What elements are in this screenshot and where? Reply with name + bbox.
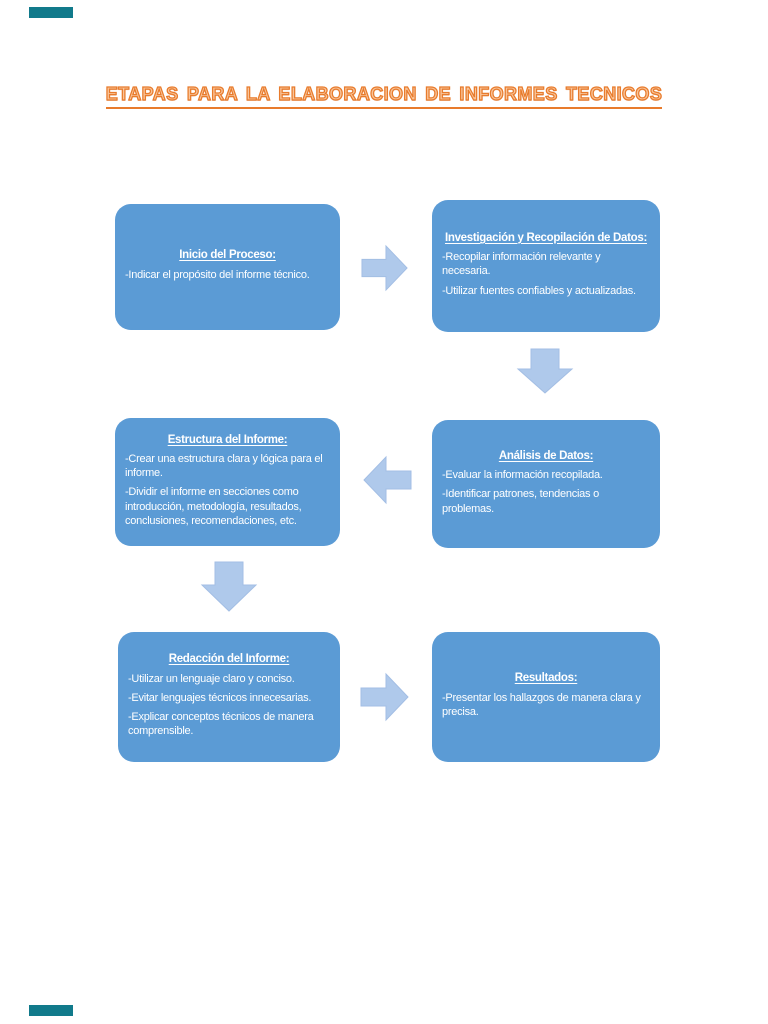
flow-box-estructura-line: -Crear una estructura clara y lógica par… — [125, 453, 323, 480]
flow-box-resultados-line: -Presentar los hallazgos de manera clara… — [442, 691, 641, 718]
arrow-down-icon — [516, 348, 574, 394]
flow-box-inicio-title: Inicio del Proceso: — [179, 249, 276, 262]
flow-box-analisis-title: Análisis de Datos: — [498, 449, 594, 462]
flow-box-investigacion-line: -Utilizar fuentes confiables y actualiza… — [442, 284, 636, 297]
page-marker-top — [29, 7, 73, 18]
flow-box-redaccion-line: -Explicar conceptos técnicos de manera c… — [128, 711, 314, 738]
arrow-left-icon — [363, 455, 412, 505]
flow-box-investigacion-line: -Recopilar información relevante y neces… — [442, 251, 601, 278]
page-marker-bottom — [29, 1005, 73, 1016]
flow-box-inicio: Inicio del Proceso: -Indicar el propósit… — [115, 204, 340, 330]
flow-box-resultados-title: Resultados: — [514, 672, 578, 685]
flow-box-analisis-line: -Identificar patrones, tendencias o prob… — [442, 488, 599, 515]
page-title: ETAPAS PARA LA ELABORACION DE INFORMES T… — [0, 83, 768, 109]
flow-box-redaccion-line: -Utilizar un lenguaje claro y conciso. — [128, 672, 295, 685]
arrow-down-icon — [200, 561, 258, 612]
flow-box-investigacion-title: Investigación y Recopilación de Datos: — [444, 231, 648, 244]
arrow-right-icon — [360, 672, 409, 722]
flow-box-estructura-title: Estructura del Informe: — [167, 433, 288, 446]
page-title-text: ETAPAS PARA LA ELABORACION DE INFORMES T… — [105, 83, 662, 109]
flow-box-resultados: Resultados: -Presentar los hallazgos de … — [432, 632, 660, 762]
flow-box-estructura: Estructura del Informe: -Crear una estru… — [115, 418, 340, 546]
flow-box-redaccion: Redacción del Informe: -Utilizar un leng… — [118, 632, 340, 762]
arrow-right-icon — [361, 244, 408, 292]
flow-box-inicio-line: -Indicar el propósito del informe técnic… — [125, 268, 310, 281]
flow-box-analisis: Análisis de Datos: -Evaluar la informaci… — [432, 420, 660, 548]
flow-box-redaccion-title: Redacción del Informe: — [168, 653, 290, 666]
flow-box-redaccion-line: -Evitar lenguajes técnicos innecesarias. — [128, 691, 312, 704]
flow-box-analisis-line: -Evaluar la información recopilada. — [442, 469, 603, 482]
flow-box-estructura-line: -Dividir el informe en secciones como in… — [125, 486, 302, 527]
flow-box-investigacion: Investigación y Recopilación de Datos: -… — [432, 200, 660, 332]
